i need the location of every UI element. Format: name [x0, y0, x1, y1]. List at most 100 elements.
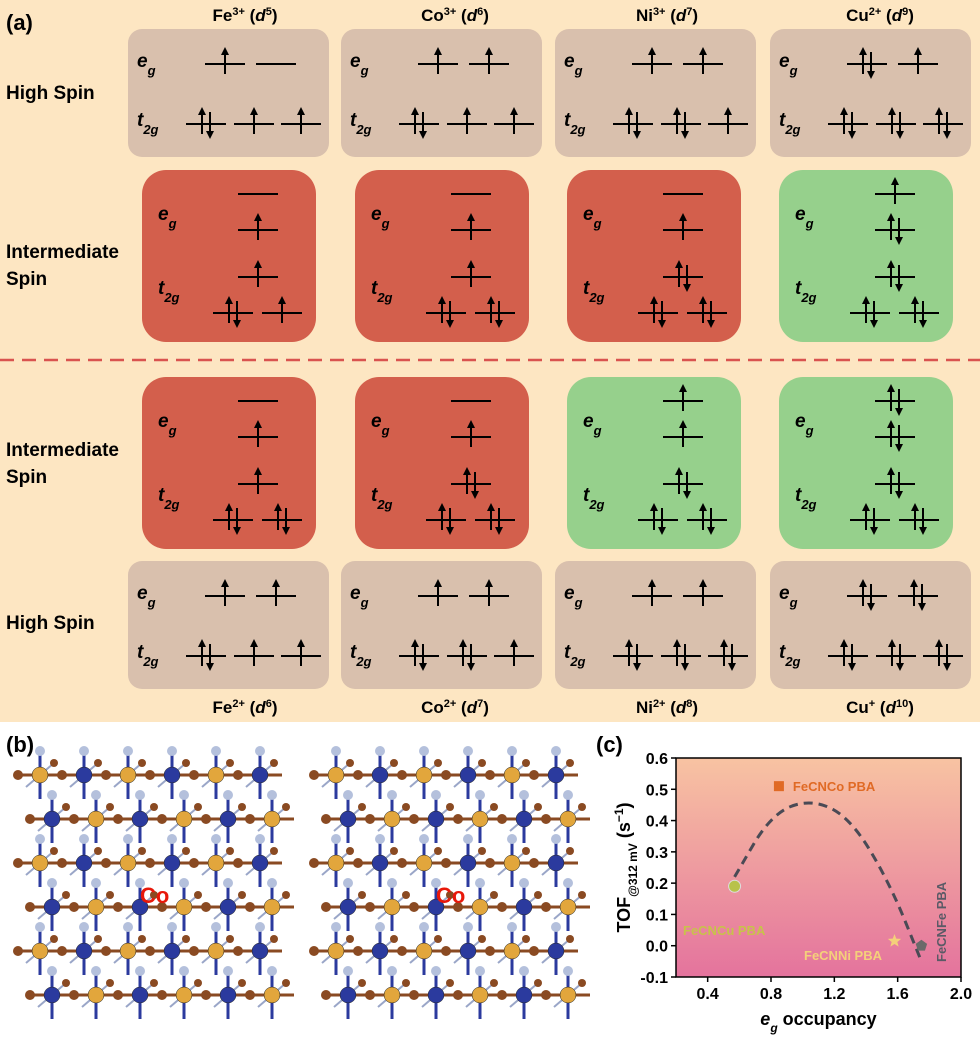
- spin-up-arrow-head: [859, 579, 867, 587]
- c-atom: [201, 902, 211, 912]
- spin-up-arrow-head: [625, 107, 633, 115]
- c-atom: [106, 979, 114, 987]
- fe-atom: [31, 942, 49, 960]
- n-atom: [563, 790, 573, 800]
- ion-element: Fe: [213, 698, 233, 717]
- c-atom: [446, 979, 454, 987]
- row-label-intermediate-bottom-1: Intermediate: [6, 440, 119, 461]
- spin-up-arrow-head: [459, 639, 467, 647]
- n-atom: [343, 790, 353, 800]
- orbital-label-main: t: [583, 485, 590, 506]
- ion-electrons: 9: [902, 6, 908, 18]
- t2g-label: t2g: [371, 485, 393, 512]
- t2g-label: t2g: [795, 485, 817, 512]
- c-atom: [309, 770, 319, 780]
- c-atom: [485, 770, 495, 780]
- spin-up-arrow-head: [278, 296, 286, 304]
- n-atom: [475, 790, 485, 800]
- c-atom: [390, 935, 398, 943]
- fe-atom: [327, 766, 345, 784]
- c-atom: [282, 979, 290, 987]
- fe-atom: [175, 986, 193, 1004]
- c-atom: [390, 759, 398, 767]
- c-atom: [365, 902, 375, 912]
- ion-paren: ): [483, 6, 489, 25]
- co-atom: [219, 898, 237, 916]
- orbital-label-sub: 2g: [800, 497, 816, 512]
- spin-up-arrow-head: [254, 260, 262, 268]
- c-atom: [321, 902, 331, 912]
- c-atom: [157, 902, 167, 912]
- row-label-intermediate-top-1: Intermediate: [6, 242, 119, 263]
- c-atom: [497, 990, 507, 1000]
- n-atom: [91, 966, 101, 976]
- n-atom: [267, 878, 277, 888]
- ion-paren: ): [272, 698, 278, 717]
- spin-down-arrow-head: [683, 284, 691, 292]
- point-fecnni: [887, 934, 902, 947]
- n-atom: [223, 790, 233, 800]
- c-atom: [182, 935, 190, 943]
- n-atom: [431, 966, 441, 976]
- n-atom: [375, 834, 385, 844]
- spin-up-arrow-head: [250, 107, 258, 115]
- intermediate-box: [355, 170, 529, 342]
- eg-label: eg: [371, 204, 390, 231]
- orbital-label-sub: g: [381, 423, 390, 438]
- c-atom: [522, 935, 530, 943]
- n-atom: [255, 834, 265, 844]
- ion-header-top: Ni3+ (d7): [636, 6, 698, 25]
- c-atom: [397, 858, 407, 868]
- n-atom: [551, 746, 561, 756]
- n-atom: [375, 922, 385, 932]
- ion-header-top: Cu2+ (d9): [846, 6, 914, 25]
- n-atom: [123, 834, 133, 844]
- ion-charge: +: [869, 698, 875, 710]
- n-atom: [35, 746, 45, 756]
- c-atom: [189, 770, 199, 780]
- spin-up-arrow-head: [467, 213, 475, 221]
- c-atom: [346, 935, 354, 943]
- high-spin-box: [555, 29, 756, 157]
- orbital-diagrams: egt2gegt2gegt2gegt2gegt2gegt2gegt2gegt2g…: [128, 29, 971, 689]
- y-tick-label: 0.5: [646, 782, 668, 799]
- spin-down-arrow-head: [446, 320, 454, 328]
- co-site-label: Co: [436, 883, 465, 908]
- spin-up-arrow-head: [888, 639, 896, 647]
- c-atom: [226, 847, 234, 855]
- co-atom: [547, 854, 565, 872]
- fe-atom: [383, 986, 401, 1004]
- t2g-label: t2g: [350, 110, 372, 137]
- ion-charge: 2+: [869, 6, 882, 18]
- label-fecnco: FeCNCo PBA: [793, 779, 876, 794]
- n-atom: [419, 746, 429, 756]
- c-atom: [534, 803, 542, 811]
- spin-down-arrow-head: [895, 491, 903, 499]
- c-atom: [145, 946, 155, 956]
- c-atom: [397, 770, 407, 780]
- n-atom: [79, 746, 89, 756]
- spin-up-arrow-head: [434, 579, 442, 587]
- spin-up-arrow-head: [679, 384, 687, 392]
- c-atom: [157, 814, 167, 824]
- t2g-label: t2g: [564, 110, 586, 137]
- orbital-label-main: e: [564, 51, 575, 72]
- y-axis-label-main: TOF: [614, 897, 634, 933]
- ion-paren: (: [456, 698, 467, 717]
- c-atom: [446, 891, 454, 899]
- fe-atom: [31, 766, 49, 784]
- spin-down-arrow-head: [895, 237, 903, 245]
- orbital-label-main: t: [371, 485, 378, 506]
- n-atom: [223, 966, 233, 976]
- spin-up-arrow-head: [699, 503, 707, 511]
- orbital-label-sub: 2g: [569, 654, 585, 669]
- c-atom: [245, 990, 255, 1000]
- co-atom: [75, 942, 93, 960]
- fe-atom: [175, 810, 193, 828]
- c-atom: [541, 814, 551, 824]
